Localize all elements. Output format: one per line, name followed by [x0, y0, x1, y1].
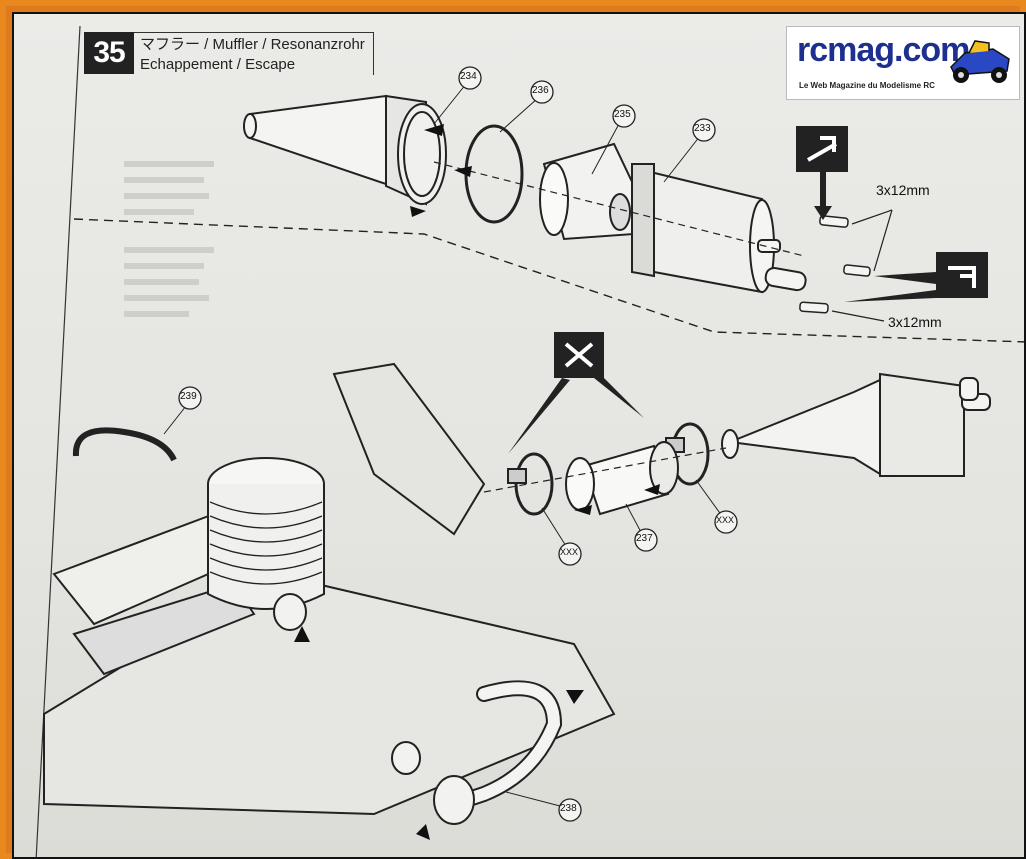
cone-tip	[243, 113, 257, 139]
part-label-xxx-right: XXX	[716, 515, 735, 525]
chassis-arrows	[294, 626, 584, 840]
bleed-through-text	[124, 161, 214, 317]
part-label-236: 236	[532, 85, 549, 96]
part-label-233: 233	[694, 123, 711, 134]
coupler-arrows	[574, 484, 660, 515]
muffler-cone	[249, 94, 387, 186]
outlet-pipe-small	[757, 239, 781, 253]
logo-tagline: Le Web Magazine du Modelisme RC	[799, 81, 935, 90]
chassis-upright	[332, 362, 486, 536]
step-titles: マフラー / Muffler / Resonanzrohr Echappemen…	[134, 32, 374, 75]
top-muffler	[243, 94, 893, 322]
part-label-237: 237	[636, 533, 653, 544]
separator-dash	[73, 218, 1024, 343]
cooling-fins	[209, 501, 323, 585]
front-opening	[397, 103, 447, 205]
assembly-arrows	[410, 124, 472, 217]
manual-page: 234 236 235 233 239 237 XXX XXX 238 3x12…	[12, 12, 1026, 859]
cutter-icon	[508, 332, 644, 454]
engine-block	[207, 484, 325, 610]
step-number: 35	[84, 32, 134, 74]
part-label-234: 234	[460, 71, 477, 82]
o-ring	[464, 124, 524, 224]
outlet-pipe-large	[764, 267, 807, 292]
screwdriver-icon	[796, 126, 848, 220]
part-label-239: 239	[180, 391, 197, 402]
muffler-wire	[72, 427, 177, 462]
logo-text: rcmag.com	[797, 31, 970, 69]
part-label-235: 235	[614, 109, 631, 120]
header-flange	[433, 775, 475, 825]
step-title-line2: Echappement / Escape	[140, 56, 296, 73]
part-label-238: 238	[560, 803, 577, 814]
tighten-icon	[844, 252, 988, 302]
part-label-xxx-left: XXX	[560, 547, 579, 557]
header-pipe	[448, 682, 561, 810]
exploded-diagram	[35, 25, 1024, 857]
step-header: 35 マフラー / Muffler / Resonanzrohr Echappe…	[84, 32, 374, 75]
screws	[799, 215, 871, 314]
step-title-line1: マフラー / Muffler / Resonanzrohr	[140, 36, 365, 53]
chassis	[43, 362, 616, 825]
part-circles	[178, 66, 738, 822]
exhaust-port	[273, 593, 307, 631]
header-gasket	[391, 741, 421, 775]
leader-lines	[163, 83, 723, 807]
screw-size-label-bottom: 3x12mm	[888, 314, 942, 330]
screw-size-label-top: 3x12mm	[876, 182, 930, 198]
muffler-rear-body	[637, 167, 763, 294]
muffler-installed	[726, 378, 881, 476]
rcmag-logo: rcmag.com Le Web Magazine du Modelisme R…	[786, 26, 1020, 100]
rc-car-logo-icon	[950, 40, 1010, 83]
coupler-assembly	[483, 372, 991, 516]
